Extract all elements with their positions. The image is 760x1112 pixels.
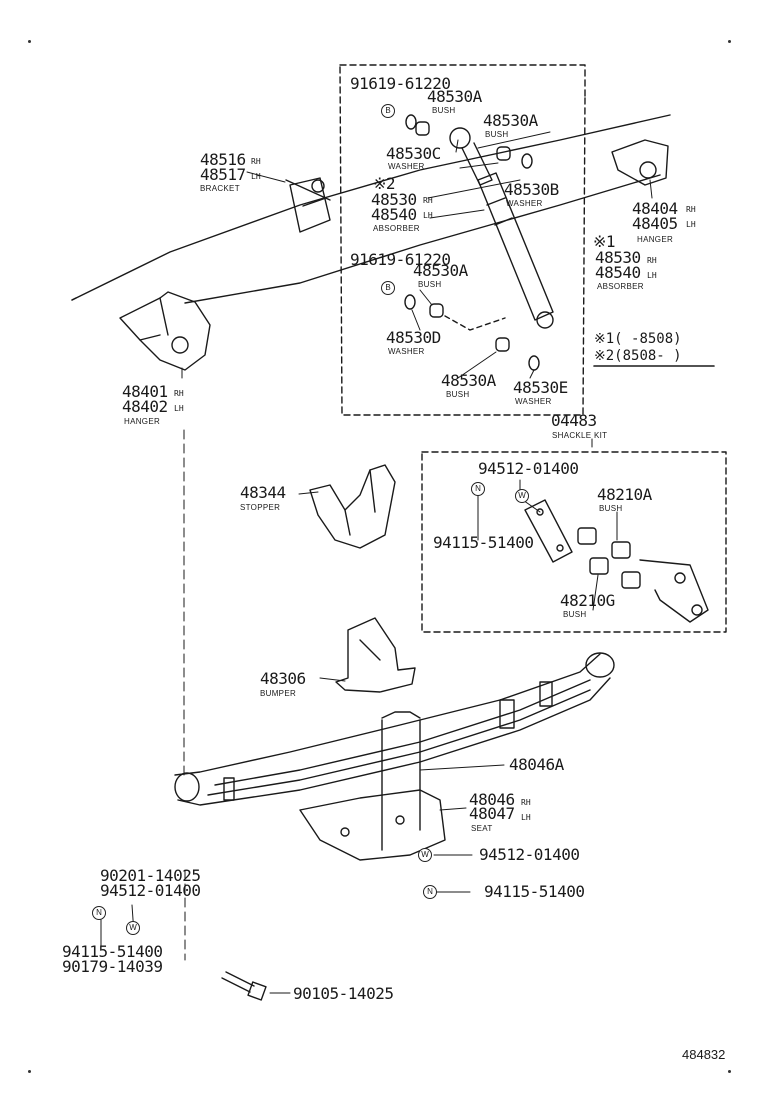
part-04483: 04483 [551, 411, 597, 430]
side-48404: RH [686, 205, 696, 214]
part-48530d: 48530D [386, 328, 441, 347]
part-48530c: 48530C [386, 144, 441, 163]
part-48530-top: 48530 [371, 190, 417, 209]
part-48540-top: 48540 [371, 205, 417, 224]
part-90179-14039: 90179-14039 [62, 957, 163, 976]
side-48047: LH [521, 813, 531, 822]
part-48530e: 48530E [513, 378, 568, 397]
part-90201-14025: 90201-14025 [100, 866, 201, 885]
part-48530a-3: 48530A [413, 261, 468, 280]
part-94512-01400-kit: 94512-01400 [478, 459, 579, 478]
label-bush-48210a: BUSH [599, 504, 623, 513]
label-washer-e: WASHER [515, 397, 552, 406]
part-91619-61220-top: 91619-61220 [350, 74, 451, 93]
mark-n-left: N [92, 906, 106, 920]
label-bush-2: BUSH [485, 130, 509, 139]
side-48401: RH [174, 389, 184, 398]
corner-dot [728, 1070, 731, 1073]
mark-b-mid: B [381, 281, 395, 295]
part-48344: 48344 [240, 483, 286, 502]
label-seat: SEAT [471, 824, 493, 833]
part-48402: 48402 [122, 397, 168, 416]
figure-reference-number: 484832 [682, 1047, 726, 1062]
part-48530a-1: 48530A [427, 87, 482, 106]
part-48404: 48404 [632, 199, 678, 218]
bumper [335, 617, 416, 693]
part-48405: 48405 [632, 214, 678, 233]
legend-2: ※2(8508- ) [594, 348, 682, 364]
part-94115-51400-kit: 94115-51400 [433, 533, 534, 552]
label-washer-b: WASHER [506, 199, 543, 208]
bracket [285, 177, 331, 233]
part-48530a-4: 48530A [441, 371, 496, 390]
mark-n-seat: N [423, 885, 437, 899]
mark-w-seat: W [418, 848, 432, 862]
part-48046: 48046 [469, 790, 515, 809]
side-48402: LH [174, 404, 184, 413]
label-absorber-top: ABSORBER [373, 224, 420, 233]
part-94115-51400-left: 94115-51400 [62, 942, 163, 961]
stopper [309, 464, 396, 549]
right-hanger [611, 139, 669, 186]
u-bolt-seat [299, 711, 446, 861]
part-48530a-2: 48530A [483, 111, 538, 130]
part-48401: 48401 [122, 382, 168, 401]
label-washer-c: WASHER [388, 162, 425, 171]
label-hanger-right: HANGER [637, 235, 674, 244]
side-48540-right: LH [647, 271, 657, 280]
label-absorber-right: ABSORBER [597, 282, 644, 291]
frame-rail [71, 114, 671, 304]
part-48046a: 48046A [509, 755, 564, 774]
mark-w-left: W [126, 921, 140, 935]
part-48516: 48516 [200, 150, 246, 169]
label-bush-1: BUSH [432, 106, 456, 115]
side-48405: LH [686, 220, 696, 229]
shackle-kit-box [421, 451, 727, 633]
part-94115-51400-seat: 94115-51400 [484, 882, 585, 901]
left-hanger [119, 291, 211, 371]
side-48516: RH [251, 157, 261, 166]
part-48306: 48306 [260, 669, 306, 688]
part-91619-61220-mid: 91619-61220 [350, 250, 451, 269]
mark-2-top: ※2 [373, 174, 396, 193]
part-48047: 48047 [469, 804, 515, 823]
label-stopper: STOPPER [240, 503, 281, 512]
label-bumper: BUMPER [260, 689, 297, 698]
label-bush-3: BUSH [418, 280, 442, 289]
part-48210a: 48210A [597, 485, 652, 504]
mark-1-right: ※1 [593, 232, 616, 251]
side-48530-right: RH [647, 256, 657, 265]
mark-n-kit: N [471, 482, 485, 496]
label-hanger-left: HANGER [124, 417, 161, 426]
leaf-spring [174, 652, 615, 806]
shock-absorber [449, 127, 554, 329]
corner-dot [28, 1070, 31, 1073]
side-48540-top: LH [423, 211, 433, 220]
side-48517: LH [251, 172, 261, 181]
shackle-parts [524, 499, 709, 623]
label-bracket: BRACKET [200, 184, 240, 193]
label-washer-d: WASHER [388, 347, 425, 356]
part-48210g: 48210G [560, 591, 615, 610]
corner-dot [728, 40, 731, 43]
absorber-group-box [339, 64, 586, 416]
bolts [221, 971, 267, 1001]
part-94512-01400-left: 94512-01400 [100, 881, 201, 900]
legend-1: ※1( -8508) [594, 331, 682, 347]
side-48046: RH [521, 798, 531, 807]
side-48530-top: RH [423, 196, 433, 205]
part-94512-01400-seat: 94512-01400 [479, 845, 580, 864]
part-48530b: 48530B [504, 180, 559, 199]
part-48517: 48517 [200, 165, 246, 184]
part-48540-right: 48540 [595, 263, 641, 282]
mark-w-kit: W [515, 489, 529, 503]
part-48530-right: 48530 [595, 248, 641, 267]
mark-b-top: B [381, 104, 395, 118]
corner-dot [28, 40, 31, 43]
label-bush-4: BUSH [446, 390, 470, 399]
label-shackle-kit: SHACKLE KIT [552, 431, 608, 440]
part-90105-14025: 90105-14025 [293, 984, 394, 1003]
label-bush-48210g: BUSH [563, 610, 587, 619]
